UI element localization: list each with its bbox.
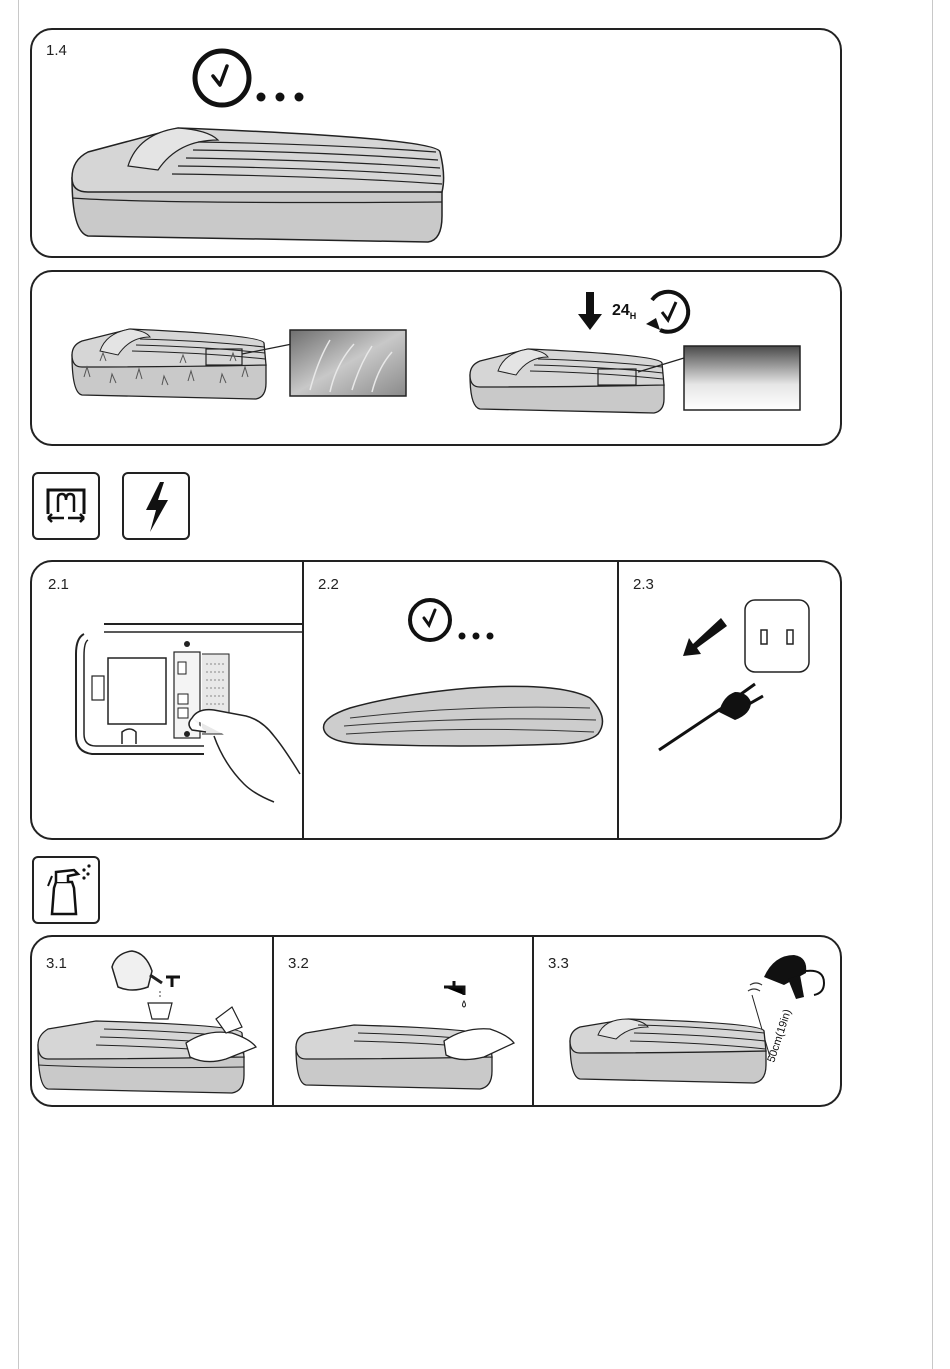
deflated-airbed-illustration: [320, 678, 610, 748]
clock-cycle-icon: [642, 288, 692, 338]
step-3-3-cell: 3.3 50cm(19in): [534, 937, 840, 1105]
fold-arrows-icon: [34, 474, 98, 538]
step-number: 3.2: [288, 955, 309, 972]
wall-socket-icon: [743, 598, 813, 674]
rinsing-airbed-illustration: [294, 1007, 524, 1097]
dirty-airbed-illustration: [70, 327, 270, 407]
step-number: 1.4: [46, 42, 67, 59]
step-2-1-cell: 2.1: [32, 562, 304, 838]
panel-steps-2: 2.1 2.2 2.3: [30, 560, 842, 840]
panel-storage-conditions: 24H: [30, 270, 842, 446]
unplug-arrow-icon: [681, 618, 731, 658]
panel-steps-3: 3.1 3.2 3.3: [30, 935, 842, 1107]
step-number: 3.3: [548, 955, 569, 972]
deflate-fold-icon-box: [32, 472, 100, 540]
drying-airbed-illustration: [568, 1001, 788, 1091]
page-right-rule: [932, 0, 933, 1369]
step-3-1-cell: 3.1: [32, 937, 274, 1105]
wiping-airbed-illustration: [36, 999, 266, 1099]
cleaning-icon-box: [32, 856, 100, 924]
step-2-3-cell: 2.3: [619, 562, 840, 838]
power-plug-icon: [655, 666, 765, 756]
pump-control-panel-illustration: [74, 624, 304, 804]
clock-wait-icon: [408, 596, 508, 646]
spray-bottle-icon: [34, 858, 98, 922]
step-number: 3.1: [46, 955, 67, 972]
step-2-2-cell: 2.2: [304, 562, 619, 838]
clock-wait-icon: [187, 48, 317, 118]
dry-surface-closeup-image: [684, 346, 800, 410]
step-3-2-cell: 3.2: [274, 937, 534, 1105]
down-arrow-icon: [578, 292, 602, 332]
zoom-dry-connector: [632, 358, 692, 398]
step-number: 2.3: [633, 576, 654, 593]
lightning-icon: [124, 474, 188, 538]
duration-number: 24: [612, 302, 630, 319]
mold-closeup-image: [290, 330, 406, 396]
page-left-rule: [18, 0, 19, 1369]
duration-badge: 24H: [612, 302, 636, 321]
power-icon-box: [122, 472, 190, 540]
step-number: 2.2: [318, 576, 339, 593]
step-number: 2.1: [48, 576, 69, 593]
duration-unit: H: [630, 311, 637, 321]
panel-step-1-4: 1.4: [30, 28, 842, 258]
inflated-airbed-illustration: [68, 120, 458, 250]
